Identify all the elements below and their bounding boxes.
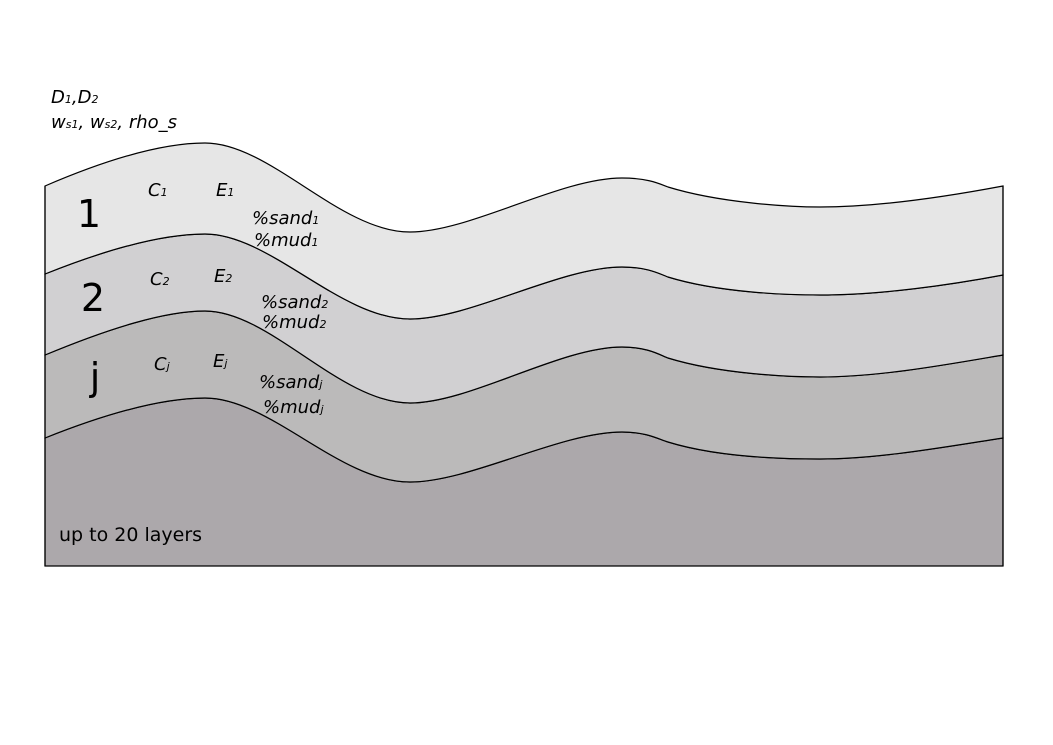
layer-2-concentration: C2 — [150, 269, 170, 290]
settling-density-label: ws1, ws2, rho_s — [51, 112, 177, 133]
grain-size-label: D1,D2 — [51, 87, 98, 108]
layer-number-1: 1 — [77, 192, 101, 236]
layer-j-concentration: Cj — [154, 354, 171, 375]
layer-number-2: 2 — [81, 276, 105, 320]
layer-2-erosion: E2 — [214, 266, 232, 287]
layer-1-sand-fraction: %sand1 — [252, 208, 319, 229]
layer-1-mud-fraction: %mud1 — [254, 230, 318, 251]
layer-1-concentration: C1 — [148, 180, 168, 201]
layer-2-mud-fraction: %mud2 — [262, 312, 326, 333]
layer-2-sand-fraction: %sand2 — [261, 292, 328, 313]
layer-count-note: up to 20 layers — [59, 524, 202, 546]
layer-j-mud-fraction: %mudj — [263, 397, 324, 418]
layer-j-erosion: Ej — [213, 351, 228, 372]
layer-number-j: j — [89, 355, 101, 399]
layer-1-erosion: E1 — [216, 180, 234, 201]
layer-j-sand-fraction: %sandj — [259, 372, 323, 393]
